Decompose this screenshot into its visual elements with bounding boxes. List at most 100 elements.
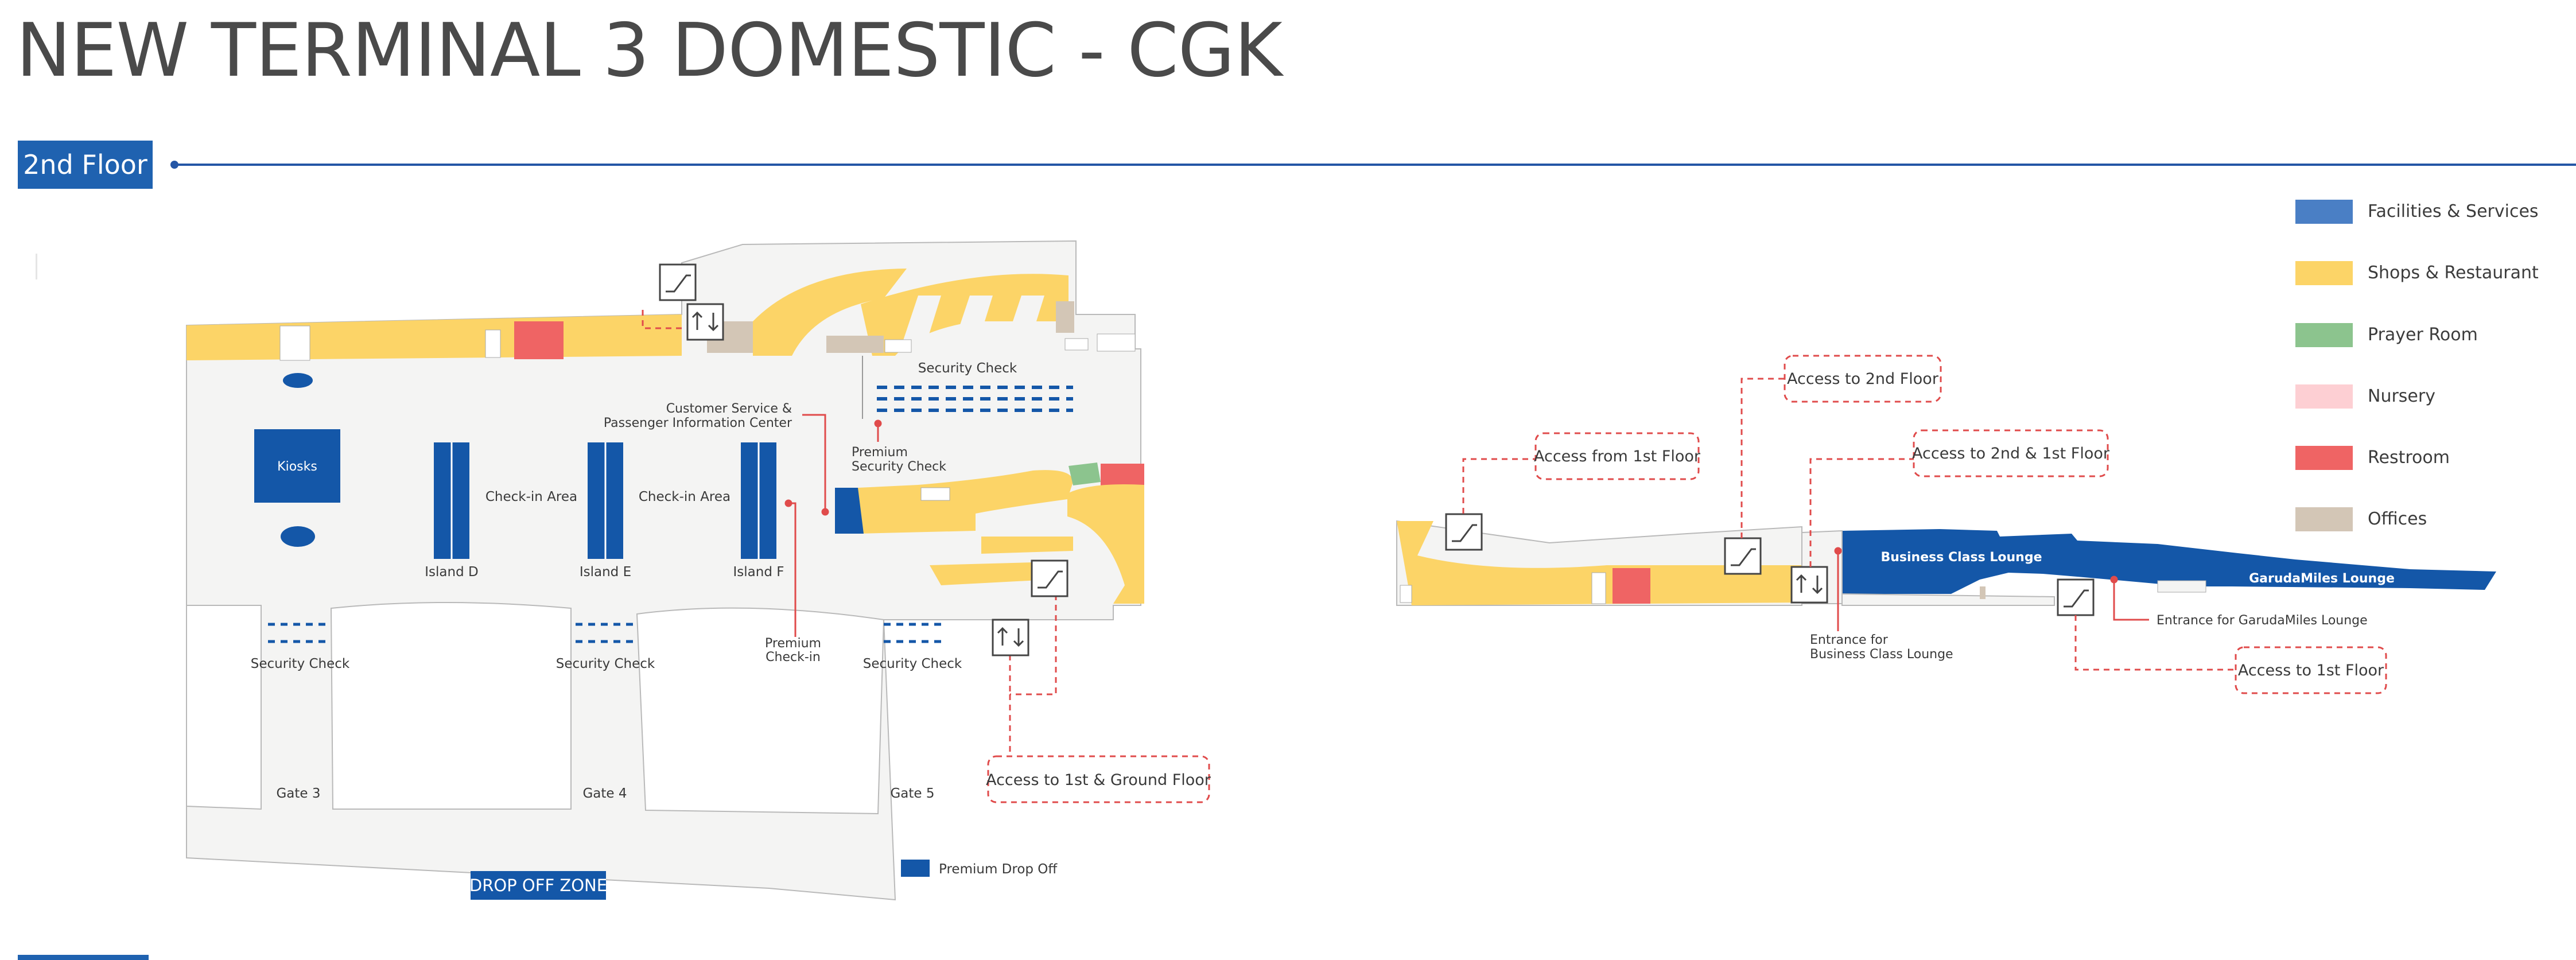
entrance-business-label-2: Business Class Lounge [1810,647,1953,662]
floor-tab[interactable]: 2nd Floor [18,141,153,189]
island-e-label: Island E [580,565,631,580]
drop-off-zone-badge [471,871,606,900]
page-title: NEW TERMINAL 3 DOMESTIC - CGK [16,8,1283,94]
access-to-2nd-label: Access to 2nd Floor [1787,370,1939,388]
lounge-small-room [2157,580,2206,593]
premium-checkin-label-2: Check-in [766,650,821,664]
security-lanes-bottom [268,623,943,643]
shops-island-3 [1004,296,1044,347]
leader-lines-right [1834,547,2149,631]
escalator-icon [1724,537,1762,575]
legend-label: Facilities & Services [2368,201,2539,221]
elevator-icon [992,619,1029,656]
leader-lines [784,414,882,637]
legend-swatch [2295,507,2353,531]
access-to-2nd-1st-callout[interactable] [1913,429,2109,477]
garudamiles-lounge-label: GarudaMiles Lounge [2249,572,2395,586]
office-mid [920,487,950,501]
office-block-1 [279,325,310,361]
office-right-1 [1056,301,1074,333]
gate-5-label: Gate 5 [890,786,934,801]
shops-strip-top [187,314,682,360]
security-check-label: Security Check [863,656,962,671]
access-from-1st-callout[interactable] [1534,432,1700,480]
entrance-business-label: Entrance for [1810,633,1889,647]
legend-label: Prayer Room [2368,325,2478,345]
office-right-3 [1097,333,1136,352]
legend-label: Nursery [2368,386,2435,406]
premium-security-label: Premium [852,445,908,460]
lounge-lower-corridor [1841,593,2055,606]
info-pod-top [283,373,313,388]
shops-island-1 [901,296,941,347]
access-lines-right [1462,378,2236,671]
elevator-icon [686,303,724,341]
shops-mid-hall [858,470,1073,534]
legend-label: Shops & Restaurant [2368,263,2539,283]
security-lanes-top [877,386,1073,412]
escalator-icon [659,263,697,301]
access-to-1st-label: Access to 1st Floor [2238,662,2384,679]
kiosks-label: Kiosks [277,460,317,474]
escalator-icon [1031,559,1069,597]
access-to-1st-callout[interactable] [2235,646,2387,694]
legend-label: Restroom [2368,448,2450,468]
checkin-area-label: Check-in Area [639,489,731,504]
entrance-garudamiles-label: Entrance for GarudaMiles Lounge [2157,613,2368,628]
office-lounge-small [1400,585,1412,603]
access-1st-ground-label: Access to 1st & Ground Floor [986,771,1211,789]
office-right-2 [1064,338,1089,351]
restroom-lounge-level [1613,568,1650,604]
security-check-label: Security Check [556,656,655,671]
customer-service-desk [835,488,864,534]
security-check-label: Security Check [251,656,350,671]
premium-checkin-label: Premium [765,636,821,651]
next-floor-tab-edge[interactable] [18,955,149,960]
legend-swatch [2295,323,2353,347]
shops-upper-hall [753,269,907,356]
lounge-level-map: Access from 1st Floor Access to 2nd Floo… [1396,355,2496,694]
business-class-lounge[interactable] [1842,529,2496,594]
office-top-right-2 [884,339,912,353]
premium-security-label-2: Security Check [852,460,946,474]
main-terminal-map: Access to 1st & Ground Floor DROP OFF ZO… [186,240,1211,901]
office-top-right [826,336,884,353]
escalator-icon [1445,513,1483,551]
drop-off-zone-label: DROP OFF ZONE [469,876,607,895]
security-check-top-label: Security Check [918,361,1017,376]
legend-swatch [2295,446,2353,470]
prayer-room [1069,462,1101,485]
office-corridor [1980,586,1986,599]
island-f-label: Island F [733,565,784,580]
office-block-2 [485,329,501,358]
gate-4-label: Gate 4 [582,786,627,801]
gate-3-4-court [330,602,572,810]
gate-3-pier [186,605,262,810]
shops-lounge-level [1397,521,1802,605]
info-pod-bottom [281,526,315,547]
office-lounge-level [1591,572,1606,604]
legend-swatch [2295,261,2353,285]
access-lines-left [642,310,1057,756]
island-d-label: Island D [425,565,478,580]
legend-label: Offices [2368,509,2427,529]
edge-marker [36,254,37,279]
access-from-1st-label: Access from 1st Floor [1534,448,1701,465]
checkin-area-label: Check-in Area [485,489,577,504]
access-to-2nd-1st-label: Access to 2nd & 1st Floor [1912,445,2110,462]
premium-drop-off-label: Premium Drop Off [939,862,1058,877]
customer-service-label: Customer Service & [666,402,792,416]
kiosks-block[interactable] [254,429,340,503]
access-callout-box[interactable] [987,755,1210,803]
shops-right-curve [1067,484,1144,604]
shops-lower-hall [930,562,1050,585]
gate-3-label: Gate 3 [276,786,320,801]
customer-service-label-2: Passenger Information Center [604,416,792,430]
access-to-2nd-callout[interactable] [1784,355,1942,403]
elevator-icon [1790,566,1828,604]
escalator-icon [2057,578,2095,616]
restroom-block [514,321,564,359]
legend-swatch [2295,384,2353,409]
business-lounge-label: Business Class Lounge [1880,550,2042,565]
